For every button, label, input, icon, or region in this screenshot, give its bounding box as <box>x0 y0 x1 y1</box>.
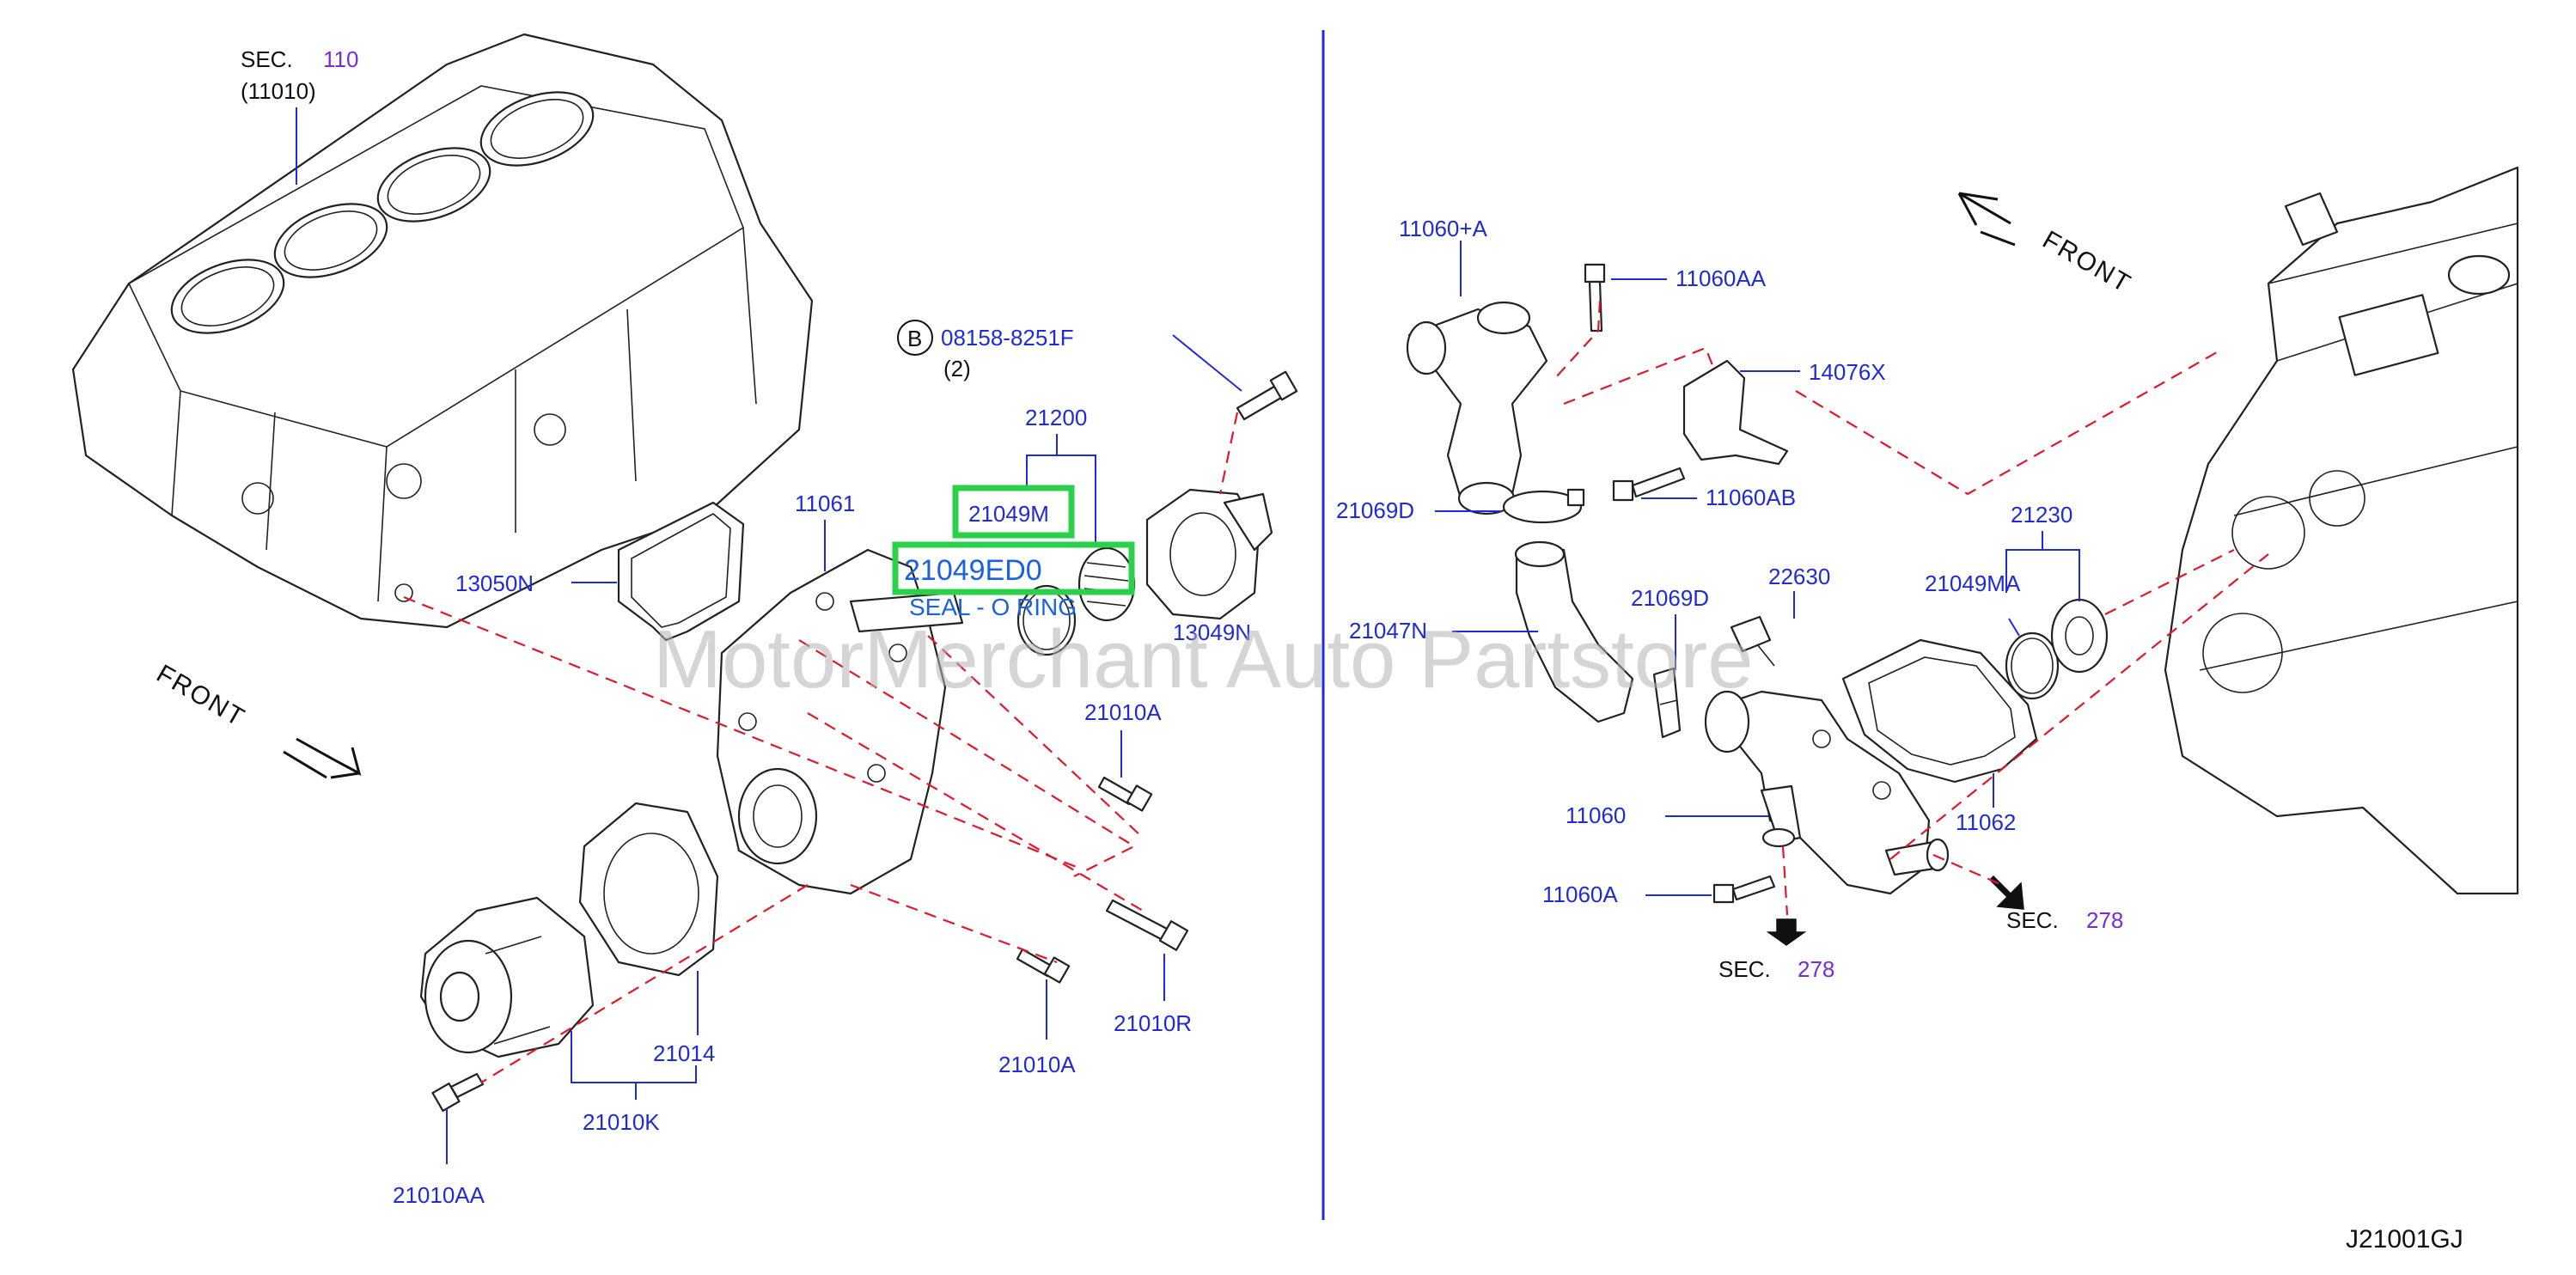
bolt-21010r[interactable] <box>1105 899 1189 951</box>
label-08158-8251f[interactable]: 08158-8251F <box>941 325 1074 351</box>
label-11060-a[interactable]: 11060+A <box>1399 216 1488 241</box>
label-21010a-top[interactable]: 21010A <box>1084 699 1162 725</box>
gasket-11062[interactable] <box>1841 638 2038 784</box>
front-label-right: FRONT <box>2038 225 2137 298</box>
marker-b: B <box>907 326 922 351</box>
leader-21010k <box>571 1031 697 1100</box>
front-arrow-right-icon <box>1957 192 2016 247</box>
label-11060aa[interactable]: 11060AA <box>1676 265 1767 291</box>
label-21010aa[interactable]: 21010AA <box>393 1182 485 1208</box>
leader-21230 <box>2005 531 2080 601</box>
alignment-lines-right <box>1554 300 2269 916</box>
label-21047n[interactable]: 21047N <box>1349 618 1427 644</box>
label-13050n[interactable]: 13050N <box>455 570 534 596</box>
label-21049ma[interactable]: 21049MA <box>1925 570 2021 596</box>
label-21069d-mid[interactable]: 21069D <box>1631 585 1709 611</box>
label-21010a-bottom[interactable]: 21010A <box>998 1052 1076 1077</box>
engine-head-right[interactable] <box>2164 166 2519 895</box>
clamp-21069d-mid[interactable] <box>1652 667 1682 739</box>
label-21049m[interactable]: 21049M <box>968 501 1049 527</box>
thermostat-21200[interactable] <box>1077 546 1136 622</box>
clamp-21069d-top[interactable] <box>1502 488 1585 524</box>
label-11060ab[interactable]: 11060AB <box>1706 485 1796 510</box>
sec110-link[interactable]: 110 <box>323 46 358 72</box>
sec278b-prefix: SEC. <box>2006 907 2059 933</box>
hose-21047n[interactable] <box>1514 540 1634 723</box>
thermostat-housing-11060[interactable] <box>1704 690 1950 895</box>
cylinder-block[interactable] <box>71 33 814 629</box>
water-pump[interactable] <box>419 896 595 1058</box>
label-21069d-top[interactable]: 21069D <box>1336 497 1414 523</box>
diagram-code: J21001GJ <box>2346 1225 2463 1254</box>
label-14076x[interactable]: 14076X <box>1809 359 1886 385</box>
housing-11061[interactable] <box>716 548 964 895</box>
arrow-down-icon <box>1766 918 1807 946</box>
temp-sensor-22630[interactable] <box>1730 615 1775 667</box>
label-21010r[interactable]: 21010R <box>1114 1010 1192 1036</box>
label-11061[interactable]: 11061 <box>795 491 855 516</box>
label-21200[interactable]: 21200 <box>1025 405 1087 430</box>
gasket-13050n[interactable] <box>617 501 745 642</box>
front-arrow-left-icon <box>283 737 362 779</box>
leader-21049ma <box>2008 618 2020 637</box>
marker-b-icon <box>897 320 933 356</box>
label-21014[interactable]: 21014 <box>653 1040 715 1066</box>
label-21230[interactable]: 21230 <box>2011 502 2072 528</box>
leader-08158 <box>1172 334 1242 392</box>
highlight-21049ed <box>892 541 1135 595</box>
front-label-left: FRONT <box>152 659 251 732</box>
sec278b-link[interactable]: 278 <box>2086 907 2123 933</box>
label-bolt-qty: (2) <box>943 356 971 381</box>
gasket-21014[interactable] <box>578 802 719 977</box>
water-outlet-11060-a[interactable] <box>1406 301 1548 515</box>
sec278a-link[interactable]: 278 <box>1798 956 1834 982</box>
bolt-08158-8251f[interactable] <box>1236 370 1298 421</box>
highlight-21049m <box>952 485 1075 539</box>
block-part-code: (11010) <box>241 78 316 104</box>
sec278a-prefix: SEC. <box>1718 956 1771 982</box>
leader-21200 <box>1026 434 1096 546</box>
alignment-lines-left <box>403 412 1239 1083</box>
label-13049n[interactable]: 13049N <box>1173 619 1251 645</box>
label-22630[interactable]: 22630 <box>1768 564 1830 589</box>
thermostat-21230[interactable] <box>2050 598 2109 674</box>
arrow-right-down-icon <box>1988 875 2024 910</box>
sec110-prefix: SEC. <box>241 46 293 72</box>
bolt-11060aa[interactable] <box>1584 263 1606 332</box>
bolt-11060a[interactable] <box>1712 875 1776 904</box>
watermark: MotorMerchant Auto Partstore <box>653 613 1754 705</box>
bolt-21010a-top[interactable] <box>1097 776 1153 812</box>
label-11060[interactable]: 11060 <box>1566 802 1626 828</box>
bolt-21010aa[interactable] <box>431 1072 485 1112</box>
bracket-14076x[interactable] <box>1682 359 1789 466</box>
label-11060a[interactable]: 11060A <box>1542 882 1618 907</box>
label-21049ed0[interactable]: 21049ED0 <box>904 554 1042 587</box>
o-ring-21049ma[interactable] <box>2005 631 2060 700</box>
label-11062[interactable]: 11062 <box>1956 809 2016 835</box>
label-21010k[interactable]: 21010K <box>583 1109 660 1135</box>
bolt-21010a-bottom[interactable] <box>1016 948 1071 984</box>
thermostat-cover-13049n[interactable] <box>1145 488 1273 620</box>
bolt-11060ab[interactable] <box>1612 467 1686 502</box>
label-seal-o-ring: SEAL - O RING <box>909 594 1077 620</box>
